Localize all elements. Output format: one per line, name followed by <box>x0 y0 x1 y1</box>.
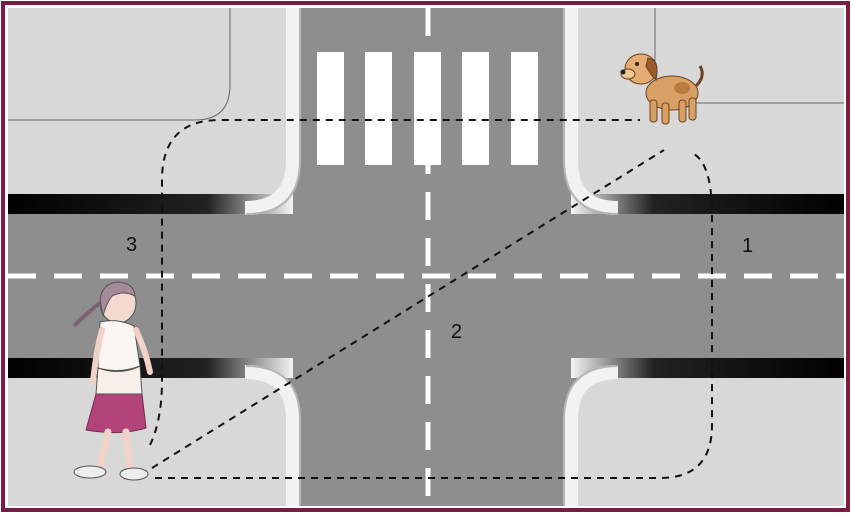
curb-corner-top-left <box>244 8 300 215</box>
sidewalk-bottom-right <box>571 372 844 506</box>
inner-line-top-left <box>8 8 231 121</box>
route-3-path <box>149 119 640 446</box>
route-paths <box>149 119 713 479</box>
curb-corner-top-right <box>564 8 619 215</box>
curb-corner-bottom-left <box>244 365 300 506</box>
sidewalk-top-left <box>8 8 293 208</box>
route-label-1: 1 <box>742 235 753 257</box>
girl-walking-icon <box>72 281 153 481</box>
curb-top-left <box>8 194 293 214</box>
curb-bottom-right <box>571 358 844 378</box>
curb-corner-bottom-right <box>564 365 619 506</box>
curb-top-right <box>571 194 844 214</box>
route-label-2: 2 <box>451 321 462 343</box>
dog-icon <box>620 53 704 125</box>
sidewalk-bottom-left <box>8 372 293 506</box>
route-2-path <box>151 149 665 469</box>
route-1-path <box>155 151 713 479</box>
route-label-3: 3 <box>126 234 137 256</box>
